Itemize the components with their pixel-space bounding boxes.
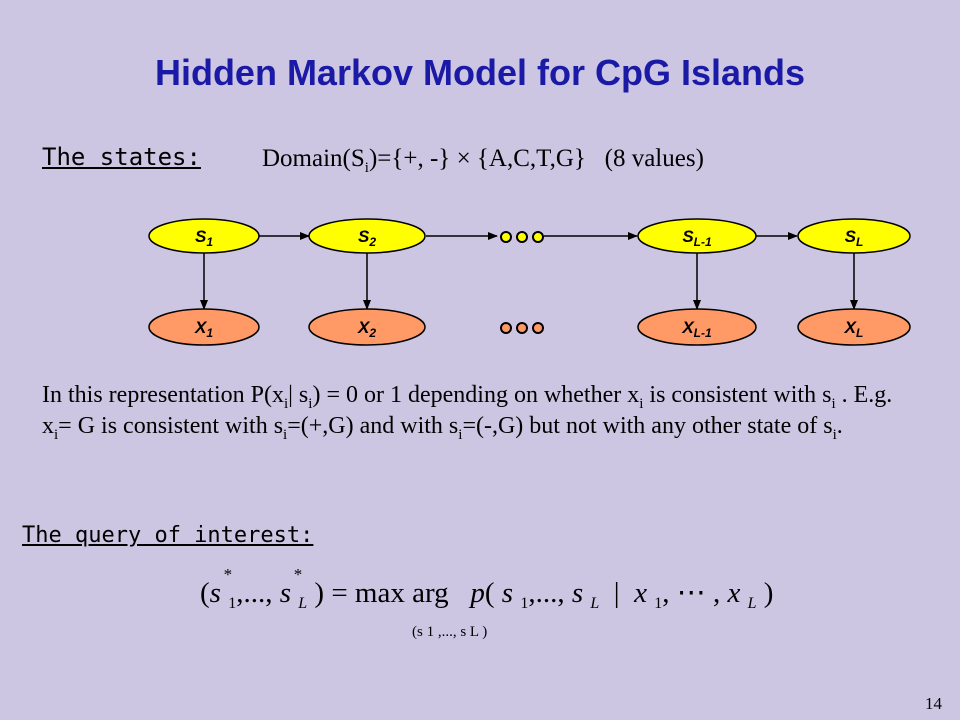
node-xl-minus-1: XL-1 <box>637 308 757 346</box>
explanation-paragraph: In this representation P(xi| si) = 0 or … <box>42 382 893 443</box>
svg-text:SL-1: SL-1 <box>682 227 712 249</box>
domain-definition: Domain(Si)={+, -} × {A,C,T,G} (8 values) <box>262 145 704 177</box>
node-s1: S1 <box>148 218 260 254</box>
svg-text:X1: X1 <box>194 318 213 340</box>
svg-text:XL: XL <box>844 318 864 340</box>
svg-text:S2: S2 <box>358 227 376 249</box>
domain-prefix: Domain(S <box>262 145 365 172</box>
hidden-ellipsis-dots <box>500 231 544 243</box>
domain-sub: i <box>364 160 369 176</box>
svg-text:S1: S1 <box>195 227 213 249</box>
svg-text:SL: SL <box>845 227 864 249</box>
node-s2: S2 <box>308 218 426 254</box>
node-sl: SL <box>797 218 911 254</box>
query-formula: (s* 1,..., s* L ) = max arg p( s 1,..., … <box>200 565 774 612</box>
node-xl: XL <box>797 308 911 346</box>
node-sl-minus-1: SL-1 <box>637 218 757 254</box>
page-number: 14 <box>925 694 942 713</box>
node-x1: X1 <box>148 308 260 346</box>
node-x2: X2 <box>308 308 426 346</box>
query-heading: The query of interest: <box>22 523 314 548</box>
argmax-subscript: (s 1 ,..., s L ) <box>412 624 488 640</box>
values-note: (8 values) <box>604 145 704 172</box>
domain-suffix: {A,C,T,G} <box>470 145 586 172</box>
observed-ellipsis-dots <box>500 322 544 334</box>
domain-mid: )={+, -} <box>368 145 457 172</box>
times-symbol: × <box>456 145 471 172</box>
states-heading: The states: <box>42 143 201 171</box>
slide-title: Hidden Markov Model for CpG Islands <box>154 52 806 93</box>
svg-text:X2: X2 <box>357 318 376 340</box>
svg-text:XL-1: XL-1 <box>681 318 712 340</box>
